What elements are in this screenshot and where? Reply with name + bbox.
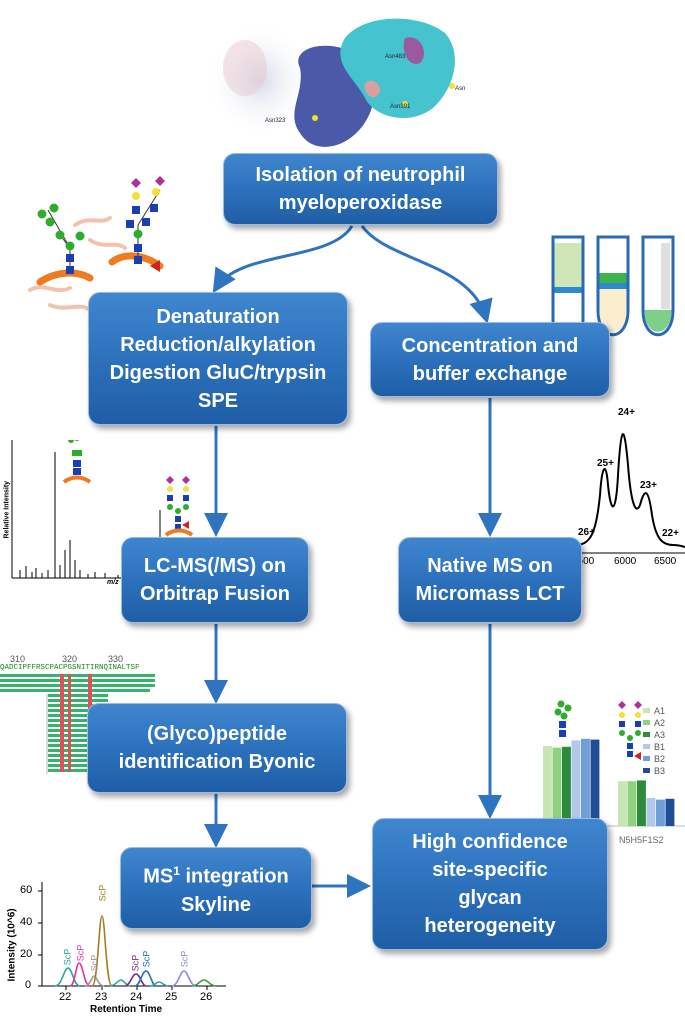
y-tick-40: 40 [20, 916, 33, 928]
bar-1-a2 [552, 747, 562, 826]
denaturation-line-1: Denaturation [156, 305, 280, 328]
high-line-2: site-specific [432, 859, 548, 881]
native-line-2: Micromass LCT [415, 583, 565, 605]
y-tick-0: 0 [25, 979, 32, 991]
chrom-ylabel: Intensity (10^6) [6, 908, 18, 982]
peak-label-5: ScP [141, 950, 152, 968]
legend-b3: B3 [654, 766, 665, 776]
isolation-line-2: myeloperoxidase [278, 192, 443, 214]
high-line-4: heterogeneity [424, 915, 556, 937]
bar-1-a3 [562, 746, 571, 826]
bar-1-a1 [543, 746, 552, 826]
denaturation-box: Denaturation Reduction/alkylation Digest… [88, 292, 348, 425]
orbitrap-spectrum: Relative Intensity m/z [0, 440, 200, 590]
byonic-line-2: identification Byonic [118, 751, 316, 773]
lcms-box: LC-MS(/MS) on Orbitrap Fusion [121, 537, 309, 623]
x-tick-5500: 5500 [572, 556, 595, 567]
peak-label-6: ScP [179, 950, 190, 968]
ms1-line-2: Skyline [180, 893, 252, 916]
glycan-bar-chart: A1 A2 A3 B1 B2 B3 N5H5F1S2 [538, 700, 685, 845]
peak-label-2: ScP [75, 944, 86, 962]
bar-1-b1 [571, 740, 581, 826]
structure-label-2: Asn355 [455, 86, 465, 92]
ms1-suffix: integration [179, 865, 289, 888]
bar-2-a3 [637, 780, 646, 826]
native-ms-spectrum: 24+ 25+ 23+ 26+ 22+ 5500 6000 6500 [572, 405, 685, 570]
byonic-box: (Glyco)peptide identification Byonic [87, 703, 347, 793]
bar-1-b2 [581, 738, 590, 826]
high-line-3: glycan [458, 887, 522, 909]
isolation-line-1: Isolation of neutrophil [255, 164, 466, 186]
sequence-coverage-map: 310 320 330 QADCIPFFRSCPACPGSNITIRNQINAL… [0, 650, 160, 775]
y-tick-60: 60 [20, 884, 33, 896]
x-tick-25: 25 [165, 991, 178, 1003]
bar-2-a2 [627, 781, 637, 826]
denaturation-line-3: Digestion GluC/trypsin [109, 361, 327, 384]
glycan-icon-group-1 [554, 700, 572, 737]
glycan-icon-group-2 [618, 701, 642, 760]
bar-2-b3 [665, 798, 675, 826]
bar-1-b3 [590, 739, 600, 826]
x-tick-23: 23 [95, 991, 108, 1003]
legend-b1: B1 [654, 742, 665, 752]
native-ms-box: Native MS on Micromass LCT [398, 537, 582, 623]
legend-a3: A3 [654, 730, 665, 740]
byonic-line-1: (Glyco)peptide [146, 723, 287, 745]
arrow-isolation-to-denaturation [212, 225, 354, 294]
arrow-isolation-to-concentration [360, 225, 493, 324]
bar-category-n5h5f1s2: N5H5F1S2 [619, 835, 664, 845]
native-line-1: Native MS on [427, 555, 553, 577]
coverage-tick-330: 330 [108, 654, 124, 664]
y-tick-20: 20 [20, 948, 33, 960]
legend-b2: B2 [654, 754, 665, 764]
x-tick-6500: 6500 [654, 556, 677, 567]
coverage-tick-310: 310 [10, 654, 26, 664]
charge-label-26: 26+ [578, 527, 595, 538]
x-tick-26: 26 [200, 991, 213, 1003]
peak-label-main: ScP [97, 884, 108, 902]
concentration-line-1: Concentration and [401, 334, 579, 357]
lcms-line-1: LC-MS(/MS) on [143, 555, 287, 577]
high-confidence-box: High confidence site-specific glycan het… [372, 818, 608, 950]
structure-label-4: Asn391 [390, 104, 411, 110]
legend-a1: A1 [654, 706, 665, 716]
coverage-sequence: QADCIPFFRSCPACPGSNITIRNQINALTSF [0, 664, 140, 672]
glycan-icon-small [164, 476, 194, 537]
concentration-line-2: buffer exchange [412, 362, 568, 385]
lcms-line-2: Orbitrap Fusion [140, 583, 290, 605]
structure-label-3: Asn483 [385, 54, 406, 60]
denaturation-line-4: SPE [197, 389, 239, 412]
denaturation-line-2: Reduction/alkylation [120, 333, 316, 356]
legend-a2: A2 [654, 718, 665, 728]
high-line-1: High confidence [412, 831, 568, 853]
myeloperoxidase-structure: Asn323 Asn355 Asn483 Asn391 [205, 18, 465, 147]
charge-label-25: 25+ [597, 458, 614, 469]
bar-2-b2 [656, 799, 665, 826]
charge-label-23: 23+ [640, 480, 657, 491]
bar-2-b1 [646, 798, 656, 826]
peak-label-4: ScP [130, 954, 141, 972]
chrom-xlabel: Retention Time [90, 1004, 163, 1015]
ms1-sup: 1 [173, 864, 180, 879]
ms1-line-1: MS1 integration [143, 857, 289, 891]
peak-label-1: ScP [62, 948, 73, 966]
isolation-box: Isolation of neutrophil myeloperoxidase [223, 153, 498, 225]
concentration-box: Concentration and buffer exchange [370, 322, 610, 397]
spectrum-xlabel: m/z [107, 579, 119, 586]
bar-2-a1 [618, 781, 627, 826]
spectrum-ylabel: Relative Intensity [3, 480, 11, 539]
coverage-tick-320: 320 [62, 654, 78, 664]
ms1-box: MS1 integration Skyline [120, 847, 312, 929]
structure-label-1: Asn323 [265, 118, 286, 124]
skyline-chromatogram: Intensity (10^6) Retention Time 0 20 40 … [0, 868, 228, 1017]
x-tick-6000: 6000 [614, 556, 637, 567]
peak-label-3: ScP [89, 954, 100, 972]
charge-label-22: 22+ [662, 528, 679, 539]
x-tick-22: 22 [59, 991, 72, 1003]
x-tick-24: 24 [130, 991, 143, 1003]
ms1-prefix: MS [143, 865, 174, 888]
charge-label-24: 24+ [618, 407, 635, 418]
tubes-illustration [551, 235, 675, 342]
